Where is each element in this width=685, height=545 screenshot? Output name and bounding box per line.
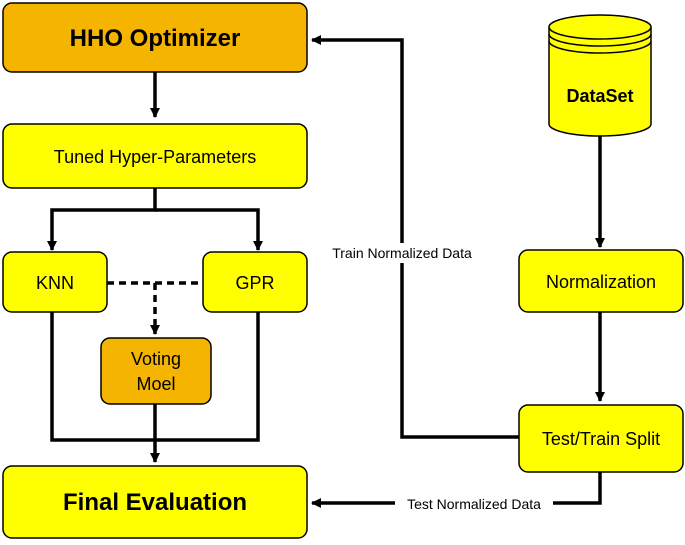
- node-normalization: Normalization: [518, 249, 684, 313]
- dataset-cylinder-ring1: [548, 33, 652, 47]
- voting-model-label-line2: Moel: [136, 374, 175, 394]
- connectors: [47, 35, 605, 508]
- train-label-bg: [318, 243, 486, 263]
- node-tuned-hyper-parameters: Tuned Hyper-Parameters: [2, 123, 308, 189]
- node-gpr: GPR: [202, 251, 308, 313]
- dataset-label: DataSet: [566, 86, 633, 106]
- line-gpr-to-final: [155, 312, 260, 442]
- dataset-cylinder-body: [548, 27, 652, 137]
- hho-optimizer-label: HHO Optimizer: [70, 25, 241, 52]
- tuned-hyper-parameters-label: Tuned Hyper-Parameters: [54, 147, 256, 167]
- node-final-evaluation: Final Evaluation: [2, 465, 308, 539]
- arrow-split-to-hho: [311, 35, 522, 439]
- test-label-bg: [395, 495, 553, 513]
- dataset-cylinder-ring2: [548, 40, 652, 54]
- normalization-label: Normalization: [546, 272, 656, 292]
- voting-model-label-line1: Voting: [131, 349, 181, 369]
- node-knn: KNN: [2, 251, 108, 313]
- dataset-cylinder-top: [548, 14, 652, 40]
- dashed-connectors: [107, 281, 203, 335]
- gpr-label: GPR: [235, 273, 274, 293]
- knn-label: KNN: [36, 273, 74, 293]
- node-test-train-split: Test/Train Split: [518, 404, 684, 473]
- train-normalized-data-label: Train Normalized Data: [332, 245, 472, 261]
- test-train-split-label: Test/Train Split: [542, 429, 660, 449]
- arrow-tuned-to-knn: [47, 188, 157, 251]
- final-evaluation-label: Final Evaluation: [63, 489, 247, 516]
- node-hho-optimizer: HHO Optimizer: [2, 2, 308, 73]
- node-voting-model: Voting Moel: [100, 337, 212, 405]
- test-normalized-data-label: Test Normalized Data: [407, 496, 541, 512]
- node-dataset: DataSet: [548, 14, 652, 137]
- arrow-tuned-to-gpr: [155, 208, 263, 251]
- line-knn-to-final: [50, 312, 155, 442]
